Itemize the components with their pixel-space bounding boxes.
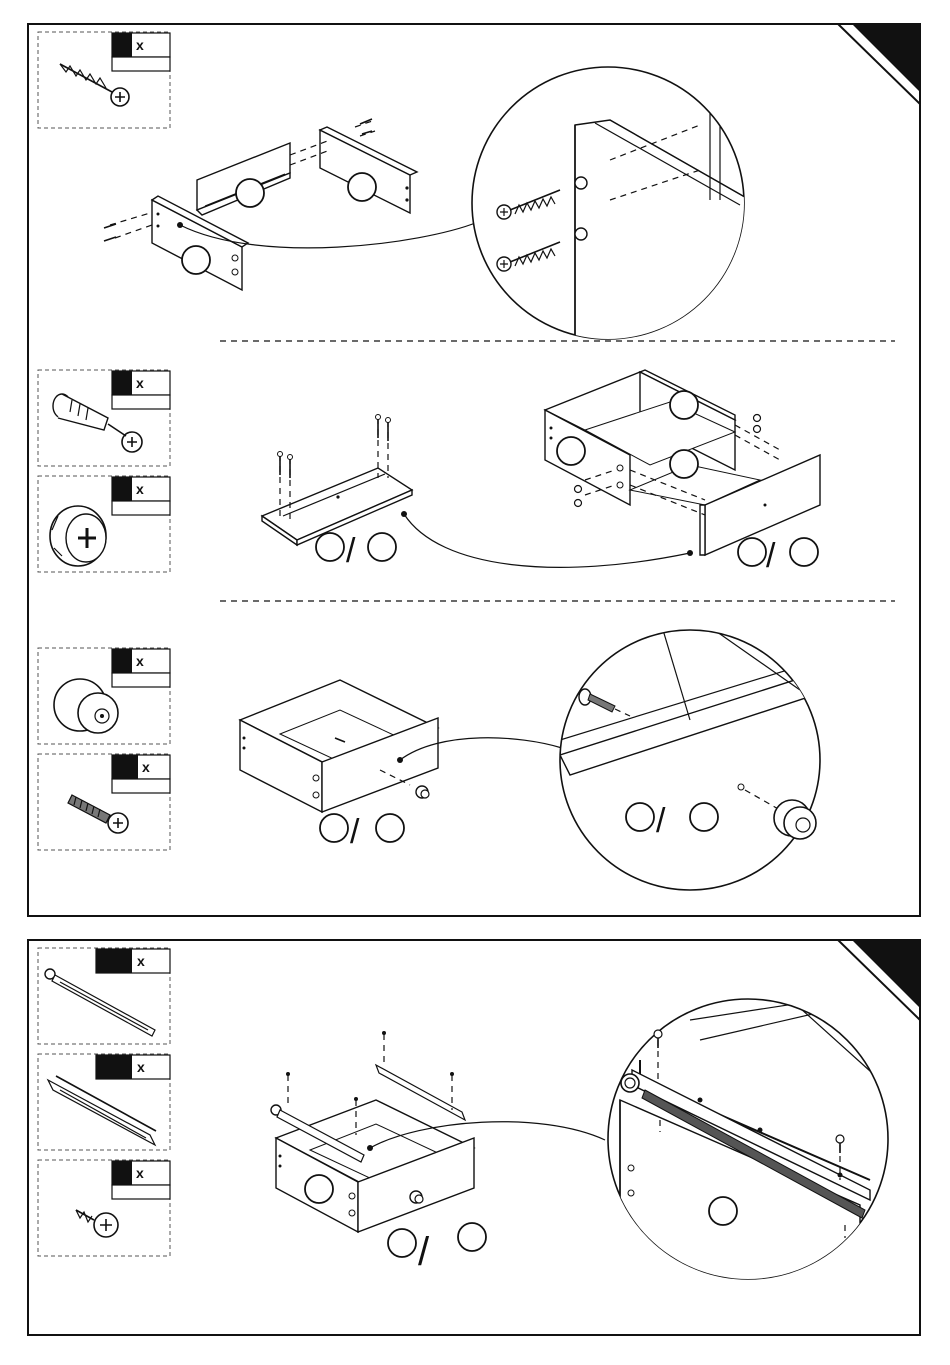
wood-screw-icon xyxy=(278,415,391,479)
cam-lock-icon xyxy=(50,506,106,566)
drawer-slide-rail-icon xyxy=(621,1074,639,1092)
or-separator: / xyxy=(766,537,776,575)
part-callout-circle xyxy=(670,391,698,419)
drawer-with-knob: / xyxy=(240,680,562,851)
part-box-cabinet-slide-rail: x xyxy=(38,1054,170,1150)
quantity-label: x xyxy=(136,653,144,669)
or-separator: / xyxy=(418,1230,430,1274)
knob-icon xyxy=(54,679,118,733)
part-box-machine-screw: x xyxy=(38,754,170,850)
step-corner-tab xyxy=(838,24,920,104)
quantity-label: x xyxy=(136,37,144,53)
or-separator: / xyxy=(656,802,666,840)
quantity-label: x xyxy=(136,1165,144,1181)
part-box-cam-lock: x xyxy=(38,476,170,572)
part-callout-circle xyxy=(368,533,396,561)
part-callout-circle xyxy=(790,538,818,566)
part-callout-circle xyxy=(670,450,698,478)
part-callout-circle xyxy=(690,803,718,831)
part-callout-circle xyxy=(348,173,376,201)
detail-view-screw-joint xyxy=(472,67,750,340)
part-box-knob: x xyxy=(38,648,170,744)
detail-view-rail-mount xyxy=(608,990,888,1300)
part-callout-circle xyxy=(626,803,654,831)
quantity-label: x xyxy=(136,481,144,497)
drawer-box-assembly: / xyxy=(545,370,820,575)
or-separator: / xyxy=(346,532,356,570)
part-callout-circle xyxy=(557,437,585,465)
knob-icon xyxy=(416,786,429,798)
part-callout-circle xyxy=(376,814,404,842)
part-callout-circle xyxy=(316,533,344,561)
cabinet-slide-rail-icon xyxy=(48,1076,156,1145)
machine-screw-icon xyxy=(68,795,128,833)
step-corner-tab xyxy=(838,940,920,1020)
quantity-label: x xyxy=(142,759,150,775)
drawer-frame-exploded xyxy=(104,119,478,290)
part-callout-circle xyxy=(320,814,348,842)
knob-icon xyxy=(410,1191,423,1203)
quantity-label: x xyxy=(136,375,144,391)
quantity-label: x xyxy=(137,1059,145,1075)
drawer-with-rails: / xyxy=(271,1031,605,1274)
part-callout-circle xyxy=(388,1229,416,1257)
part-box-wood-screw: x xyxy=(38,32,170,128)
part-callout-circle xyxy=(458,1223,486,1251)
drawer-slide-rail-icon xyxy=(45,969,155,1036)
short-screw-icon xyxy=(76,1210,118,1237)
quantity-label: x xyxy=(137,953,145,969)
short-screw-icon xyxy=(286,1031,454,1101)
part-box-drawer-slide-rail: x xyxy=(38,948,170,1044)
part-callout-circle xyxy=(738,538,766,566)
part-box-short-screw: x xyxy=(38,1160,170,1256)
part-box-cam-bolt: x xyxy=(38,370,170,466)
part-callout-circle xyxy=(236,179,264,207)
part-callout-circle xyxy=(305,1175,333,1203)
part-callout-circle xyxy=(182,246,210,274)
part-callout-circle xyxy=(709,1197,737,1225)
or-separator: / xyxy=(350,813,360,851)
detail-view-knob-mount: / xyxy=(560,620,830,890)
